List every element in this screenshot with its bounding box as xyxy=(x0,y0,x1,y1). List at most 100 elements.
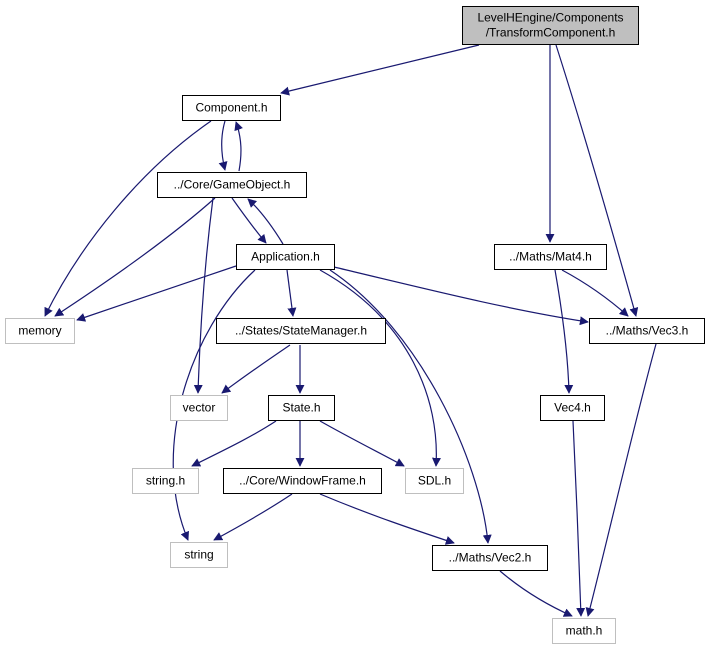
edge-line xyxy=(572,420,586,617)
node-vector: vector xyxy=(170,395,228,421)
node-label: Component.h xyxy=(195,101,267,115)
edge-gameobject-to-component xyxy=(234,121,243,172)
edge-application-to-vec3 xyxy=(333,266,589,326)
node-box xyxy=(589,318,705,344)
edge-line xyxy=(561,269,629,317)
edge-root-to-vec3 xyxy=(555,44,639,317)
edge-vec4-to-math xyxy=(572,420,586,617)
node-label: string.h xyxy=(146,474,185,488)
edge-line xyxy=(333,266,589,326)
edge-line xyxy=(319,420,405,467)
edge-line xyxy=(231,197,267,244)
edge-windowframe-to-string xyxy=(213,493,293,541)
edge-component-to-gameobject xyxy=(218,120,228,171)
edge-gameobject-to-memory xyxy=(54,197,216,317)
node-box xyxy=(268,395,335,421)
node-label: ../Maths/Vec2.h xyxy=(449,551,532,565)
edge-application-to-vec2 xyxy=(329,269,492,544)
node-label: vector xyxy=(183,401,216,415)
edge-line xyxy=(286,269,297,317)
node-vec2[interactable]: ../Maths/Vec2.h xyxy=(432,545,548,571)
node-math: math.h xyxy=(552,618,616,644)
node-label: Application.h xyxy=(251,250,320,264)
edge-line xyxy=(191,420,277,467)
edge-line xyxy=(247,198,284,245)
node-sdl: SDL.h xyxy=(405,468,464,494)
edge-component-to-memory xyxy=(44,120,212,317)
node-box xyxy=(494,244,607,270)
edge-line xyxy=(193,197,214,394)
edge-line xyxy=(172,269,256,541)
node-label: ../Core/WindowFrame.h xyxy=(239,474,366,488)
node-box xyxy=(236,244,335,270)
node-component[interactable]: Component.h xyxy=(182,95,281,121)
node-box xyxy=(405,468,464,494)
edge-line xyxy=(585,343,657,617)
edge-mat4-to-vec3 xyxy=(561,269,629,317)
edge-gameobject-to-application xyxy=(231,197,267,244)
node-label: LevelHEngine/Components xyxy=(477,11,623,25)
edge-line xyxy=(44,120,212,317)
node-state[interactable]: State.h xyxy=(268,395,335,421)
edge-vec2-to-math xyxy=(499,570,573,617)
node-box xyxy=(170,395,228,421)
edge-application-to-string xyxy=(172,269,256,541)
node-box xyxy=(182,95,281,121)
edge-line xyxy=(329,269,492,544)
edge-statemanager-to-vector xyxy=(221,344,291,394)
node-box xyxy=(540,395,605,421)
node-box xyxy=(223,468,382,494)
edge-application-to-sdl xyxy=(319,269,441,467)
node-box xyxy=(216,318,386,344)
edge-line xyxy=(499,570,573,617)
node-mat4[interactable]: ../Maths/Mat4.h xyxy=(494,244,607,270)
node-stringh: string.h xyxy=(132,468,199,494)
edge-gameobject-to-vector xyxy=(193,197,214,394)
edge-line xyxy=(221,344,291,394)
node-memory: memory xyxy=(5,318,75,344)
edge-layer xyxy=(44,44,657,617)
node-box xyxy=(132,468,199,494)
edge-application-to-statemanager xyxy=(286,269,297,317)
node-label: string xyxy=(184,548,213,562)
node-label: ../Maths/Mat4.h xyxy=(509,250,592,264)
edge-line xyxy=(319,493,455,545)
node-box xyxy=(157,172,307,198)
node-gameobject[interactable]: ../Core/GameObject.h xyxy=(157,172,307,198)
edge-line xyxy=(554,269,574,394)
node-root: LevelHEngine/Components/TransformCompone… xyxy=(462,6,639,45)
edge-line xyxy=(76,265,237,322)
edge-line xyxy=(54,197,216,317)
node-label: /TransformComponent.h xyxy=(486,26,616,40)
edge-mat4-to-vec4 xyxy=(554,269,574,394)
edge-line xyxy=(213,493,293,541)
edge-line xyxy=(280,44,480,96)
node-string: string xyxy=(170,542,228,568)
node-vec4[interactable]: Vec4.h xyxy=(540,395,605,421)
node-layer: LevelHEngine/Components/TransformCompone… xyxy=(5,6,705,644)
node-box xyxy=(432,545,548,571)
node-statemanager[interactable]: ../States/StateManager.h xyxy=(216,318,386,344)
node-label: Vec4.h xyxy=(554,401,591,415)
node-box xyxy=(462,6,639,45)
edge-vec3-to-math xyxy=(585,343,657,617)
edge-line xyxy=(218,120,228,171)
node-application[interactable]: Application.h xyxy=(236,244,335,270)
node-label: State.h xyxy=(282,401,320,415)
node-vec3[interactable]: ../Maths/Vec3.h xyxy=(589,318,705,344)
node-box xyxy=(5,318,75,344)
node-label: SDL.h xyxy=(418,474,451,488)
node-label: ../Core/GameObject.h xyxy=(174,178,291,192)
edge-state-to-sdl xyxy=(319,420,405,467)
edge-root-to-component xyxy=(280,44,480,96)
node-label: memory xyxy=(18,324,61,338)
node-box xyxy=(170,542,228,568)
node-windowframe[interactable]: ../Core/WindowFrame.h xyxy=(223,468,382,494)
edge-application-to-memory xyxy=(76,265,237,322)
edge-state-to-stringh xyxy=(191,420,277,467)
edge-windowframe-to-vec2 xyxy=(319,493,455,545)
node-label: math.h xyxy=(566,624,603,638)
node-label: ../Maths/Vec3.h xyxy=(606,324,689,338)
edge-line xyxy=(234,121,243,172)
